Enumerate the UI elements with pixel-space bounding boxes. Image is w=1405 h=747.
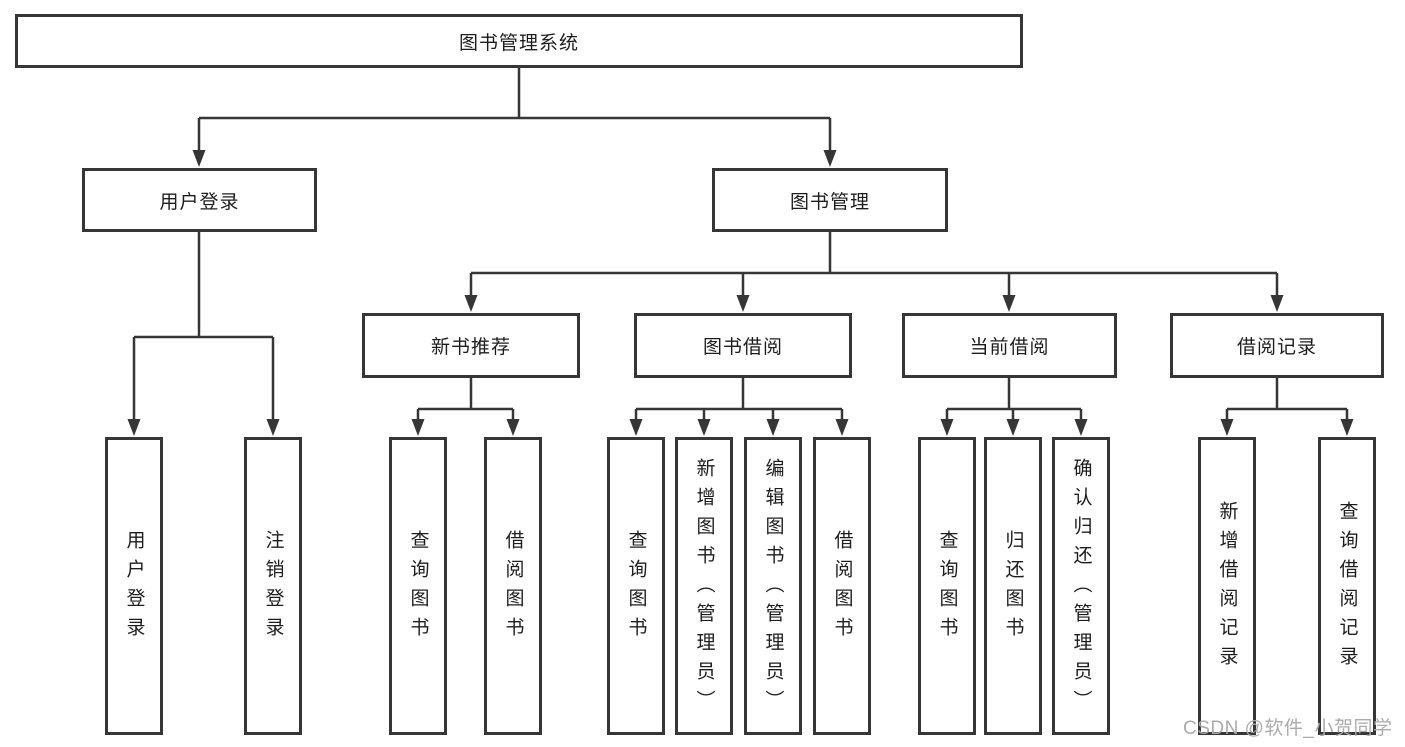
node-book-borrow: 图书借阅 xyxy=(634,313,852,378)
arrow-icon xyxy=(506,419,520,436)
wire-new-book-children xyxy=(416,378,515,424)
arrow-icon xyxy=(697,419,711,436)
arrow-icon xyxy=(835,419,849,436)
arrow-icon xyxy=(766,419,780,436)
arrow-icon xyxy=(127,419,141,436)
node-current-borrow: 当前借阅 xyxy=(902,313,1117,378)
node-current-borrow-label: 当前借阅 xyxy=(969,337,1050,358)
node-book-borrow-label: 图书借阅 xyxy=(702,337,783,358)
node-book-management: 图书管理 xyxy=(712,168,948,232)
wire-borrow-records-children xyxy=(1225,378,1349,424)
arrow-icon xyxy=(736,295,750,312)
node-borrow-records-label: 借阅记录 xyxy=(1236,337,1317,358)
leaf-borrow-books-recommend: 借阅图书 xyxy=(484,437,542,735)
leaf-confirm-return-admin: 确认归还（管理员） xyxy=(1052,437,1110,735)
node-root: 图书管理系统 xyxy=(15,14,1023,68)
arrow-icon xyxy=(1220,419,1234,436)
leaf-query-books-borrow: 查询图书 xyxy=(607,437,665,735)
leaf-add-borrow-record: 新增借阅记录 xyxy=(1198,437,1256,735)
wire-root-to-level2 xyxy=(197,68,832,152)
wire-user-login-children xyxy=(132,232,275,424)
wire-book-management-children xyxy=(469,232,1279,300)
leaf-return-book: 归还图书 xyxy=(984,437,1042,735)
node-user-login: 用户登录 xyxy=(82,168,317,232)
arrow-icon xyxy=(1074,419,1088,436)
arrow-icon xyxy=(823,150,837,167)
arrow-icon xyxy=(940,419,954,436)
node-new-book-recommend: 新书推荐 xyxy=(362,313,580,378)
node-borrow-records: 借阅记录 xyxy=(1170,313,1384,378)
leaf-logout: 注销登录 xyxy=(244,437,302,735)
arrow-icon xyxy=(266,419,280,436)
wire-current-borrow-children xyxy=(945,378,1083,424)
node-book-management-label: 图书管理 xyxy=(789,191,870,213)
arrow-icon xyxy=(411,419,425,436)
leaf-borrow-books: 借阅图书 xyxy=(813,437,871,735)
arrow-icon xyxy=(464,295,478,312)
arrow-icon xyxy=(1270,295,1284,312)
leaf-edit-book-admin: 编辑图书（管理员） xyxy=(744,437,802,735)
watermark: CSDN @软件_小贺同学 xyxy=(1183,718,1393,739)
arrow-icon xyxy=(1006,419,1020,436)
arrow-icon xyxy=(1002,295,1016,312)
leaf-add-book-admin: 新增图书（管理员） xyxy=(675,437,733,735)
leaf-query-borrow-record: 查询借阅记录 xyxy=(1318,437,1376,735)
node-root-label: 图书管理系统 xyxy=(458,32,579,54)
leaf-query-books-current: 查询图书 xyxy=(918,437,976,735)
node-new-book-recommend-label: 新书推荐 xyxy=(430,337,511,358)
leaf-query-books-recommend: 查询图书 xyxy=(389,437,447,735)
arrowheads xyxy=(127,150,1354,436)
arrow-icon xyxy=(1340,419,1354,436)
leaf-user-login: 用户登录 xyxy=(105,437,163,735)
wire-book-borrow-children xyxy=(634,378,844,424)
arrow-icon xyxy=(192,150,206,167)
node-user-login-label: 用户登录 xyxy=(159,191,240,213)
arrow-icon xyxy=(629,419,643,436)
